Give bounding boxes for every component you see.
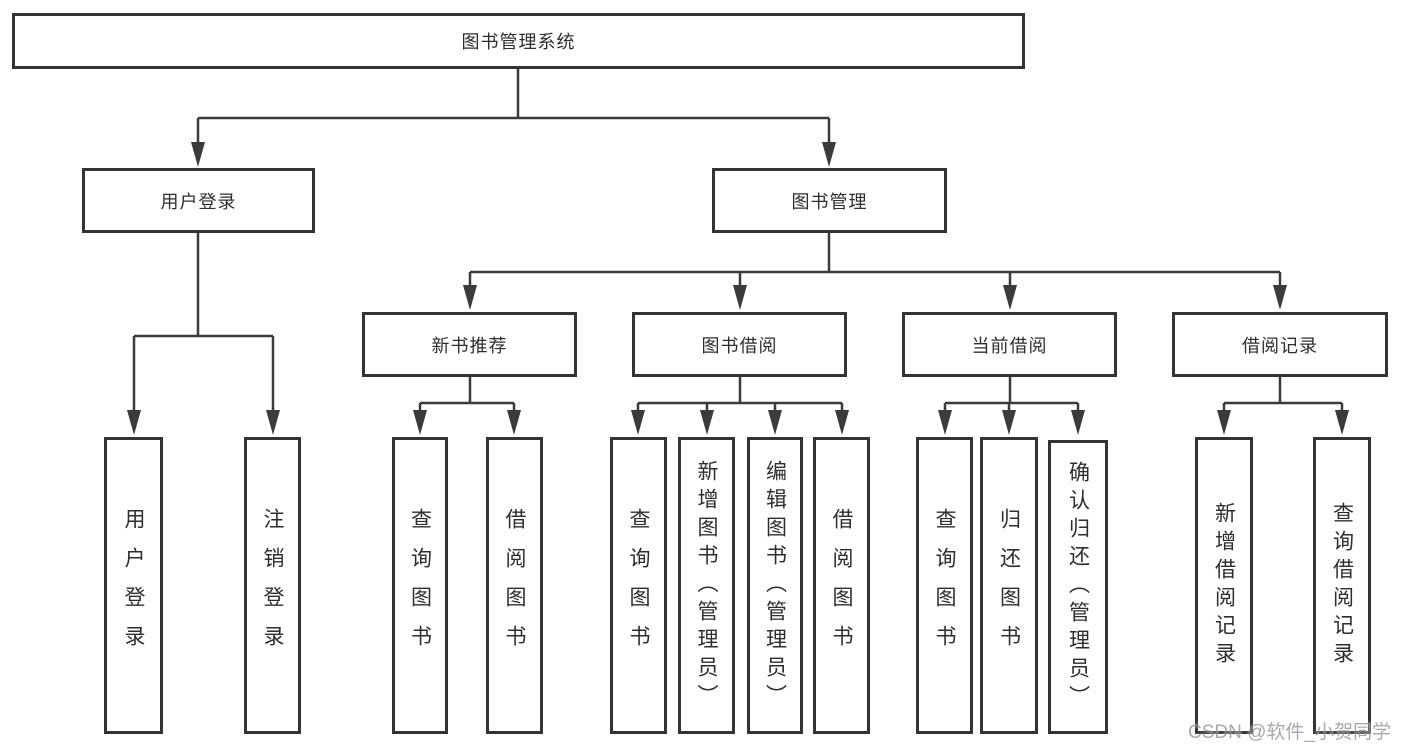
node-label: 查询图书 [408,507,432,664]
leaf-logout: 注销登录 [244,437,301,734]
leaf-query-borrow-record: 查询借阅记录 [1313,437,1371,734]
node-label: 用户登录 [122,507,145,664]
leaf-edit-books-admin: 编辑图书（管理员） [747,437,803,734]
arrow-icon [1335,410,1349,435]
connector-records-to-leaves [1222,377,1344,416]
connector-current-to-leaves [943,377,1080,416]
arrow-icon [631,410,645,435]
node-current-borrowing: 当前借阅 [902,312,1117,377]
node-label: 用户登录 [160,191,237,212]
arrow-icon [768,410,782,435]
arrow-icon [507,410,521,435]
node-book-management-branch: 图书管理 [712,168,947,233]
arrow-icon [938,410,952,435]
node-label: 注销登录 [261,507,284,664]
leaf-add-borrow-record: 新增借阅记录 [1195,437,1253,734]
arrow-icon [1071,410,1085,435]
node-label: 编辑图书（管理员） [763,459,787,712]
node-label: 借阅图书 [503,507,526,664]
arrow-icon [1003,285,1017,310]
arrow-icon [266,410,280,435]
leaf-user-login: 用户登录 [104,437,163,734]
leaf-query-books-recommend: 查询图书 [392,437,448,734]
connector-newbooks-to-leaves [418,377,516,416]
node-borrow-records: 借阅记录 [1172,312,1388,377]
arrow-icon [127,410,141,435]
arrow-icon [822,142,836,167]
node-label: 新增图书（管理员） [695,459,718,712]
arrow-icon [1002,410,1016,435]
connector-borrow-to-leaves [636,377,844,416]
csdn-watermark: CSDN @软件_小贺同学 [1188,722,1391,743]
node-label: 当前借阅 [971,335,1048,356]
node-label: 新书推荐 [431,335,508,356]
node-label: 查询借阅记录 [1330,501,1354,670]
node-label: 查询图书 [627,507,650,664]
connector-userlogin-to-leaves [132,233,275,416]
arrow-icon [835,410,849,435]
connector-root-to-level2 [196,69,831,148]
arrow-icon [1273,285,1287,310]
node-label: 归还图书 [997,507,1021,664]
node-label: 图书管理系统 [461,32,576,52]
arrowheads [127,142,1349,435]
node-label: 借阅记录 [1242,335,1318,356]
node-label: 图书借阅 [701,335,778,356]
node-new-book-recommend: 新书推荐 [362,312,577,377]
node-label: 图书管理 [791,191,868,212]
arrow-icon [463,285,477,310]
arrow-icon [700,410,714,435]
leaf-add-books-admin: 新增图书（管理员） [678,437,735,734]
node-book-borrowing: 图书借阅 [632,312,847,377]
leaf-query-books-current: 查询图书 [916,437,973,734]
leaf-borrow-books-recommend: 借阅图书 [486,437,543,734]
leaf-return-books: 归还图书 [980,437,1038,734]
node-root-system: 图书管理系统 [12,13,1025,69]
node-label: 查询图书 [933,507,956,664]
node-user-login-branch: 用户登录 [82,168,315,233]
node-label: 确认归还（管理员） [1066,461,1090,713]
node-label: 新增借阅记录 [1212,501,1236,670]
leaf-query-books-borrowing: 查询图书 [610,437,667,734]
arrow-icon [191,142,205,167]
connector-bookmgmt-to-level3 [468,233,1282,290]
arrow-icon [413,410,427,435]
node-label: 借阅图书 [830,507,853,664]
arrow-icon [1217,410,1231,435]
leaf-borrow-books-borrowing: 借阅图书 [813,437,870,734]
leaf-confirm-return-admin: 确认归还（管理员） [1048,440,1108,734]
arrow-icon [733,285,747,310]
